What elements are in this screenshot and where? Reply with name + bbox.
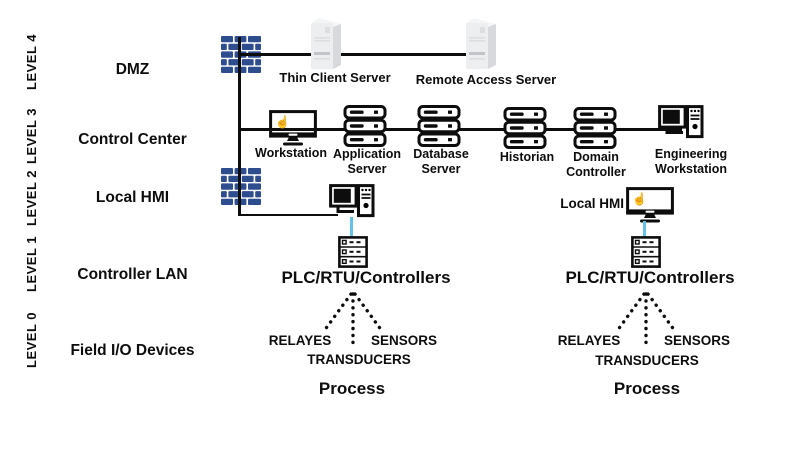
- plc-left-label: PLC/RTU/Controllers: [281, 268, 451, 287]
- plc-right-label: PLC/RTU/Controllers: [565, 268, 735, 287]
- local-hmi-right-monitor-icon: ☝: [626, 187, 674, 225]
- firewall-hmi-icon: [221, 168, 261, 205]
- relays-left-label: RELAYES: [268, 333, 332, 348]
- remote-access-server-label: Remote Access Server: [415, 72, 557, 87]
- application-server-label: Application Server: [332, 147, 402, 176]
- historian-label: Historian: [499, 150, 555, 164]
- engineering-workstation-icon: [658, 103, 704, 143]
- level-3-name: Control Center: [78, 131, 187, 148]
- local-hmi-left-computer-icon: [329, 184, 375, 220]
- database-server-label: Database Server: [413, 147, 469, 176]
- plc-left-icon: [338, 236, 368, 268]
- dmz-link: [240, 53, 482, 56]
- sensors-right-label: SENSORS: [663, 333, 731, 348]
- plc-right-icon: [631, 236, 661, 268]
- touch-hand-icon: ☝: [275, 114, 290, 129]
- process-right-label: Process: [613, 379, 681, 398]
- level-0-axis-label: LEVEL 0: [24, 312, 39, 369]
- level-2-name: Local HMI: [95, 189, 170, 206]
- level-1-axis-label: LEVEL 1: [24, 236, 39, 293]
- sensors-left-label: SENSORS: [370, 333, 438, 348]
- field-io-fan-right: [586, 290, 706, 352]
- backbone-vertical-link: [238, 37, 241, 216]
- historian-icon: [503, 107, 547, 149]
- database-server-icon: [417, 105, 461, 147]
- domain-controller-icon: [573, 107, 617, 149]
- workstation-label: Workstation: [255, 146, 327, 160]
- level-4-name: DMZ: [115, 61, 150, 78]
- remote-access-server-icon: [461, 16, 501, 72]
- domain-controller-label: Domain Controller: [566, 150, 626, 179]
- process-left-label: Process: [318, 379, 386, 398]
- relays-right-label: RELAYES: [557, 333, 621, 348]
- hmi-link: [238, 213, 338, 216]
- application-server-icon: [343, 105, 387, 147]
- level-1-name: Controller LAN: [77, 266, 188, 283]
- local-hmi-right-label: Local HMI: [560, 196, 624, 211]
- transducers-left-label: TRANSDUCERS: [307, 352, 411, 367]
- hmi-plc-link-right: [643, 221, 646, 240]
- workstation-icon: ☝: [269, 108, 317, 150]
- field-io-fan-left: [293, 290, 413, 352]
- thin-client-server-icon: [306, 16, 346, 72]
- thin-client-server-label: Thin Client Server: [279, 70, 391, 85]
- level-0-name: Field I/O Devices: [70, 342, 195, 359]
- engineering-workstation-label: Engineering Workstation: [654, 147, 728, 176]
- touch-hand-icon: ☝: [632, 191, 647, 206]
- transducers-right-label: TRANSDUCERS: [595, 353, 699, 368]
- hmi-plc-link-left: [350, 217, 353, 240]
